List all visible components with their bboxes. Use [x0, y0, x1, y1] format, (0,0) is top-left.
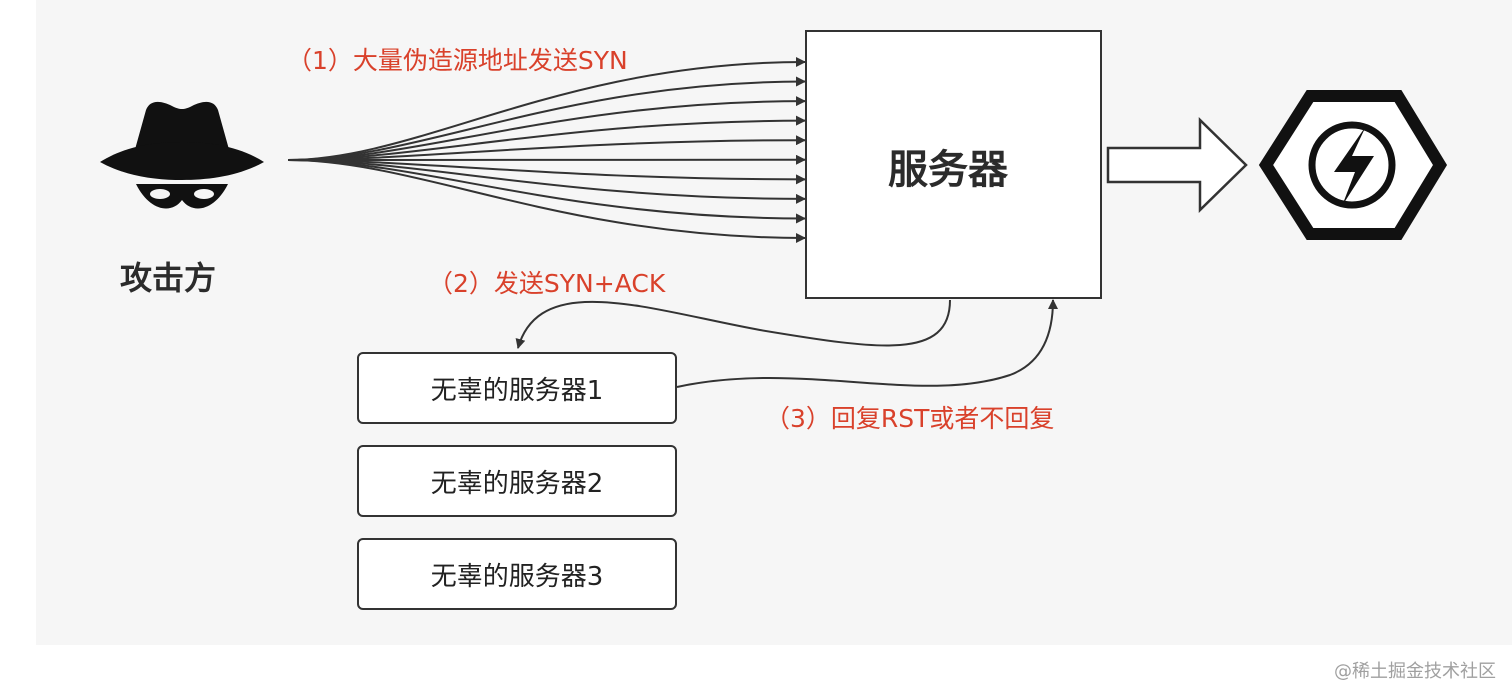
- server-label: 服务器: [888, 147, 1008, 193]
- syn-arrow: [287, 135, 806, 161]
- spy-hat-mask-icon: [100, 101, 264, 209]
- attacker-label: 攻击方: [120, 259, 217, 297]
- syn-arrow: [287, 57, 806, 161]
- server-box: [805, 30, 1102, 299]
- step3-label: （3）回复RST或者不回复: [765, 404, 1055, 433]
- innocent-server-label: 无辜的服务器1: [430, 375, 604, 406]
- rst-reply-arrow: [676, 299, 1058, 388]
- syn-arrow: [287, 76, 806, 161]
- innocent-server-box: 无辜的服务器2: [357, 445, 677, 517]
- syn-arrow: [287, 159, 806, 185]
- syn-ack-arrow: [515, 299, 951, 349]
- syn-arrow: [287, 159, 806, 204]
- lightning-hexagon-icon: [1258, 90, 1448, 240]
- watermark: @稀土掘金技术社区: [1334, 661, 1496, 682]
- hollow-right-arrow-icon: [1106, 117, 1248, 213]
- step2-label: （2）发送SYN+ACK: [428, 269, 666, 298]
- syn-arrow: [287, 96, 806, 161]
- step1-label: （1）大量伪造源地址发送SYN: [287, 46, 628, 75]
- syn-arrow-fan: [287, 57, 806, 243]
- syn-arrow: [287, 159, 806, 243]
- diagram-panel: [36, 0, 1512, 645]
- syn-arrow: [287, 159, 806, 224]
- innocent-server-box: 无辜的服务器1: [357, 352, 677, 424]
- innocent-server-label: 无辜的服务器2: [430, 468, 604, 499]
- innocent-server-label: 无辜的服务器3: [430, 561, 604, 592]
- innocent-server-box: 无辜的服务器3: [357, 538, 677, 610]
